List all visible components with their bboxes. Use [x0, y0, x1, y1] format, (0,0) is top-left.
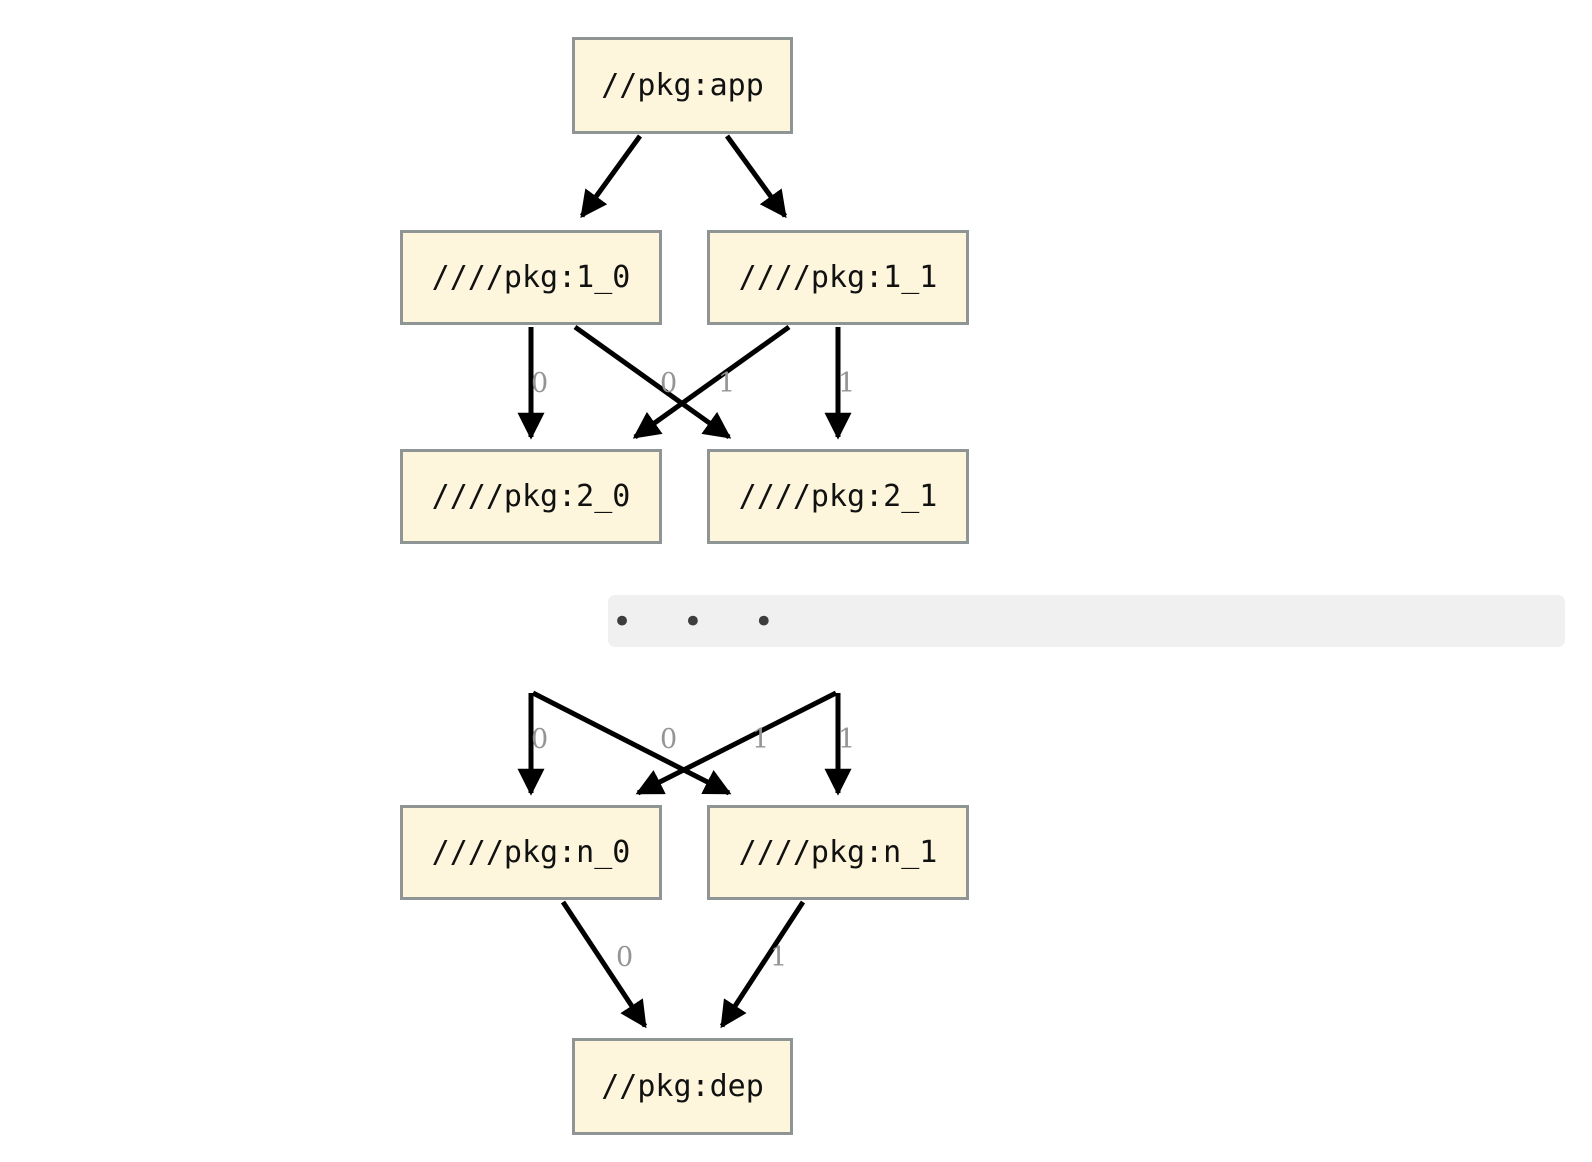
truncation-band: [608, 595, 1565, 647]
edge-app-to-1_0: [579, 134, 643, 219]
edge-n_0-to-dep: [560, 900, 648, 1029]
node-label: //pkg:app: [601, 68, 764, 103]
node-label: //pkg:dep: [601, 1069, 764, 1104]
node-label: ////pkg:2_1: [738, 479, 938, 514]
edge-truncated-to-n_1-cross: [531, 690, 732, 796]
edge-label: 1: [718, 368, 736, 399]
edge-label: 0: [660, 368, 678, 399]
edge-1_0-to-2_1: [573, 324, 732, 440]
edge-n_1-to-dep: [719, 900, 806, 1029]
node-pkg-n_1[interactable]: ////pkg:n_1: [707, 805, 969, 900]
edge-label: 1: [752, 724, 770, 755]
node-pkg-1_0[interactable]: ////pkg:1_0: [400, 230, 662, 325]
edge-label: 1: [838, 724, 856, 755]
node-pkg-n_0[interactable]: ////pkg:n_0: [400, 805, 662, 900]
edge-app-to-1_1: [724, 134, 788, 219]
node-label: ////pkg:1_1: [738, 260, 938, 295]
node-pkg-2_1[interactable]: ////pkg:2_1: [707, 449, 969, 544]
edge-label: 1: [770, 942, 788, 973]
node-label: ////pkg:1_0: [431, 260, 631, 295]
edge-label: 0: [660, 724, 678, 755]
node-label: ////pkg:n_1: [738, 835, 938, 870]
node-pkg-app[interactable]: //pkg:app: [572, 37, 793, 134]
edge-label: 0: [531, 368, 549, 399]
edge-label: 0: [616, 942, 634, 973]
node-label: ////pkg:n_0: [431, 835, 631, 870]
edge-label: 1: [838, 368, 856, 399]
edge-label: 0: [531, 724, 549, 755]
edge-truncated-to-n_0-cross: [635, 690, 838, 796]
node-pkg-dep[interactable]: //pkg:dep: [572, 1038, 793, 1135]
node-pkg-2_0[interactable]: ////pkg:2_0: [400, 449, 662, 544]
edge-1_1-to-2_0: [632, 324, 791, 440]
node-label: ////pkg:2_0: [431, 479, 631, 514]
ellipsis-indicator: • • •: [612, 602, 794, 642]
node-pkg-1_1[interactable]: ////pkg:1_1: [707, 230, 969, 325]
